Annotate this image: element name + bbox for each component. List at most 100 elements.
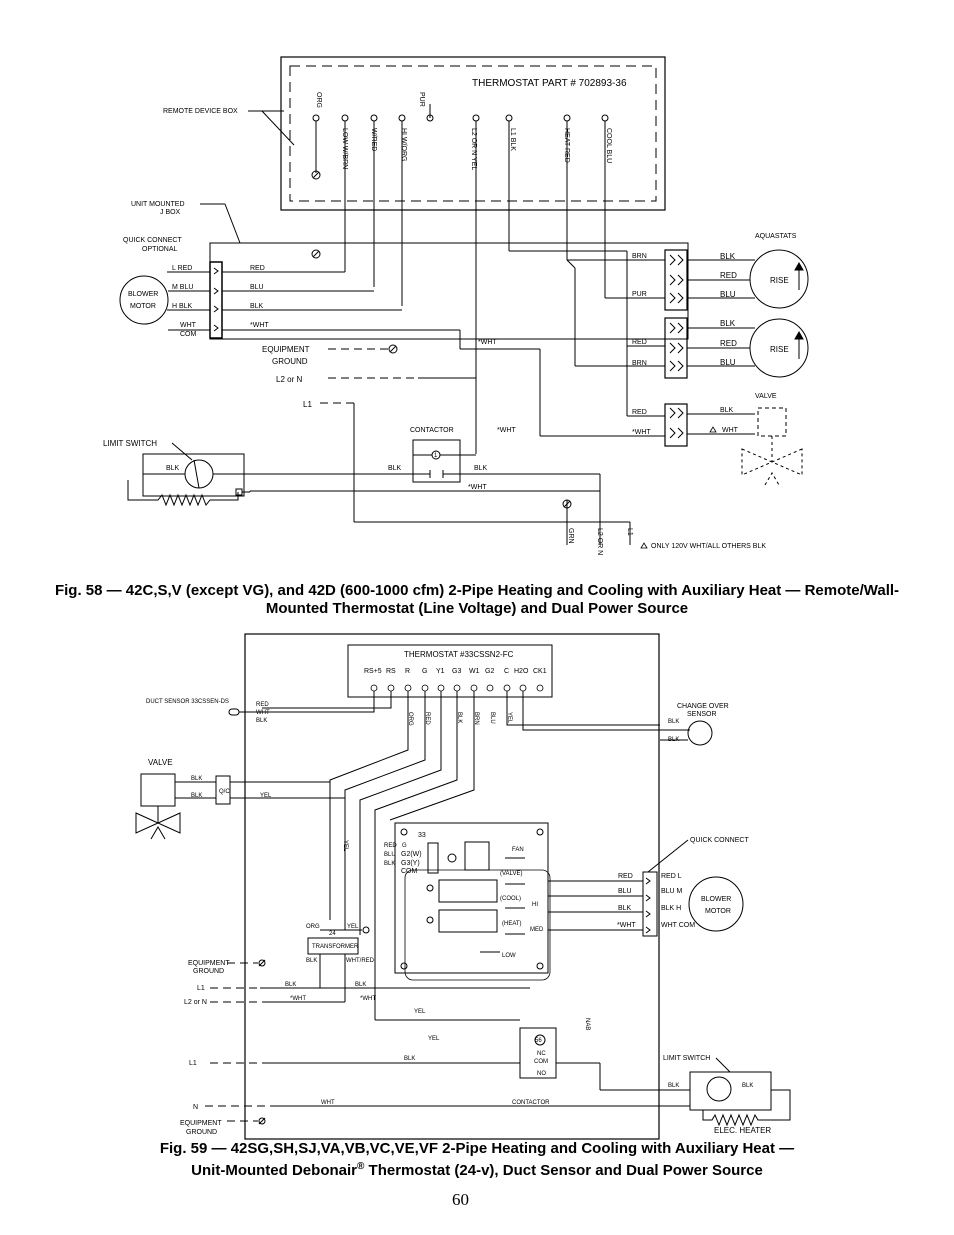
- fig58-thermostat-title: THERMOSTAT PART # 702893-36: [472, 78, 627, 89]
- fig59-wire-label: BLU: [618, 888, 632, 895]
- fig58-wire-label: LOW W/BRN: [341, 128, 348, 169]
- fig59-l1-label: L1: [197, 985, 205, 992]
- fig58-limit-switch-label: LIMIT SWITCH: [103, 439, 157, 448]
- fig59-motor-label: RED L: [661, 873, 682, 880]
- fig58-aq-wire: BLU: [720, 358, 736, 367]
- fig58-wire-label: *WHT: [478, 339, 497, 346]
- fig59-terminal-label: CK1: [533, 668, 547, 675]
- fig58-aq-wire: PUR: [632, 291, 647, 298]
- page-number: 60: [452, 1190, 469, 1209]
- fig59-board-term: COM: [401, 868, 418, 875]
- fig59-change-over-label: SENSOR: [687, 711, 717, 718]
- fig59-contactor-term: NC: [537, 1051, 546, 1057]
- fig59-wire-label: BLK: [256, 718, 267, 724]
- fig59-board-term: G3(Y): [401, 860, 420, 867]
- fig59-equipment-ground-label: EQUIPMENT: [188, 960, 230, 967]
- fig59-wire-label: *WHT: [360, 996, 376, 1002]
- fig58-equipment-ground-label: GROUND: [272, 357, 308, 366]
- fig58-equipment-ground-label: EQUIPMENT: [262, 345, 310, 354]
- fig59-wire-label: BLK: [306, 958, 317, 964]
- fig59-caption-line2b: Thermostat (24-v), Duct Sensor and Dual …: [364, 1162, 763, 1179]
- fig58-l2n-label: L2 OR N: [596, 528, 603, 555]
- fig59-wire-label: BLK: [285, 982, 296, 988]
- fig59-equipment-ground-label: EQUIPMENT: [180, 1120, 222, 1127]
- fig58-wire-label: BLK: [388, 465, 402, 472]
- fig59-wire-label: RED: [618, 873, 633, 880]
- fig58-wire-label: L1 BLK: [509, 128, 516, 151]
- fig58-motor-label: H BLK: [172, 303, 193, 310]
- fig58-wire-label: BLK: [474, 465, 488, 472]
- fig59-transformer-label: TRANSFORMER: [312, 944, 359, 950]
- fig59-motor-label: BLU M: [661, 888, 683, 895]
- fig59-terminal-label: W1: [469, 668, 480, 675]
- fig59-wire-label: YEL: [347, 924, 359, 930]
- fig58-valve-label: VALVE: [755, 393, 777, 400]
- fig59-quick-connect-label: QUICK CONNECT: [690, 837, 749, 844]
- fig59-wire-label: YEL: [260, 793, 272, 799]
- fig59-l2-label: L2 or N: [184, 999, 207, 1006]
- fig58-motor-label: L RED: [172, 265, 192, 272]
- fig58-note: ONLY 120V WHT/ALL OTHERS BLK: [651, 543, 766, 550]
- fig59-wire-label: BLK: [404, 1056, 415, 1062]
- fig59-wire-label: BLU: [384, 852, 396, 858]
- fig58-motor-label: WHT: [180, 322, 197, 329]
- fig59-equipment-ground-label: GROUND: [186, 1129, 217, 1136]
- fig59-valve-connector: Q/C: [219, 789, 230, 795]
- fig59-wire-label: RED: [384, 843, 397, 849]
- fig59-caption-line1: Fig. 59 — 42SG,SH,SJ,VA,VB,VC,VE,VF 2-Pi…: [159, 1140, 795, 1157]
- fig58-quick-connect-label: QUICK CONNECT: [123, 237, 182, 244]
- fig59-wire-label: *WHT: [290, 996, 306, 1002]
- fig58-motor-label: M BLU: [172, 284, 193, 291]
- fig59-terminal-label: RS+5: [364, 668, 382, 675]
- fig58-unit-jbox-label: J BOX: [160, 209, 181, 216]
- fig58-wire-label: BLK: [166, 465, 180, 472]
- fig59-contactor-label: CONTACTOR: [512, 1100, 550, 1106]
- fig59-change-over-label: CHANGE OVER: [677, 703, 729, 710]
- fig58-wire-label: BLK: [250, 303, 264, 310]
- fig59-caption-reg: ®: [357, 1161, 365, 1172]
- fig59-board-label: LOW: [502, 953, 516, 959]
- fig59-caption-line2a: Unit-Mounted Debonair: [191, 1162, 357, 1179]
- fig59-board-num: 33: [418, 832, 426, 839]
- fig58-wire-label: BLU: [250, 284, 264, 291]
- fig59-wire-label: YEL: [428, 1036, 440, 1042]
- fig59-duct-sensor-label: DUCT SENSOR 33CSSEN-DS: [146, 699, 229, 705]
- fig59-wire-label: BLK: [668, 1083, 679, 1089]
- fig59-wire-label: RED: [424, 712, 430, 725]
- fig58-aq-wire: RED: [632, 409, 647, 416]
- fig59-caption: Fig. 59 — 42SG,SH,SJ,VA,VB,VC,VE,VF 2-Pi…: [40, 1140, 914, 1180]
- fig59-terminal-label: R: [405, 668, 410, 675]
- fig59-wire-label: BRN: [473, 712, 479, 725]
- fig59-wire-label: BLK: [384, 861, 395, 867]
- fig59-terminal-label: G3: [452, 668, 461, 675]
- fig59-board-label: (COOL): [500, 896, 521, 902]
- fig58-aq-wire: BLK: [720, 252, 736, 261]
- fig59-wire-label: BLK: [456, 712, 462, 723]
- fig59-contactor-term: COM: [534, 1059, 548, 1065]
- fig58-wire-label: HEAT RED: [563, 128, 570, 163]
- fig58-l1-bottom-label: L1: [626, 528, 633, 536]
- fig59-side-label: NAB: [584, 1018, 590, 1030]
- fig59-terminal-label: G: [422, 668, 427, 675]
- fig59-transformer-volt: 24: [329, 931, 336, 937]
- fig59-blower-label: MOTOR: [705, 908, 731, 915]
- fig59-elec-heater-label: ELEC. HEATER: [714, 1126, 771, 1135]
- fig59-wire-label: BLK: [618, 905, 632, 912]
- fig58-wire-label: WHT: [722, 427, 739, 434]
- fig58-grn-label: GRN: [567, 528, 574, 544]
- fig59-board-label: FAN: [512, 847, 524, 853]
- fig58-aq-wire: RED: [720, 339, 737, 348]
- fig58-aq-wire: *WHT: [632, 429, 651, 436]
- fig58-wire-label: *WHT: [250, 322, 269, 329]
- fig59-equipment-ground-label: GROUND: [193, 968, 224, 975]
- fig59-board-term: G2(W): [401, 851, 422, 858]
- fig58-blower-label: MOTOR: [130, 303, 156, 310]
- fig59-l1-label: L1: [189, 1060, 197, 1067]
- fig59-motor-label: WHT COM: [661, 922, 695, 929]
- fig58-aq-wire: BLU: [720, 290, 736, 299]
- fig59-board-label: (VALVE): [500, 871, 522, 877]
- fig59-wire-label: RED: [256, 702, 269, 708]
- fig58-caption: Fig. 58 — 42C,S,V (except VG), and 42D (…: [54, 582, 900, 617]
- fig59-contactor-term: NO: [537, 1071, 546, 1077]
- fig58-contactor-num: 1: [434, 453, 438, 459]
